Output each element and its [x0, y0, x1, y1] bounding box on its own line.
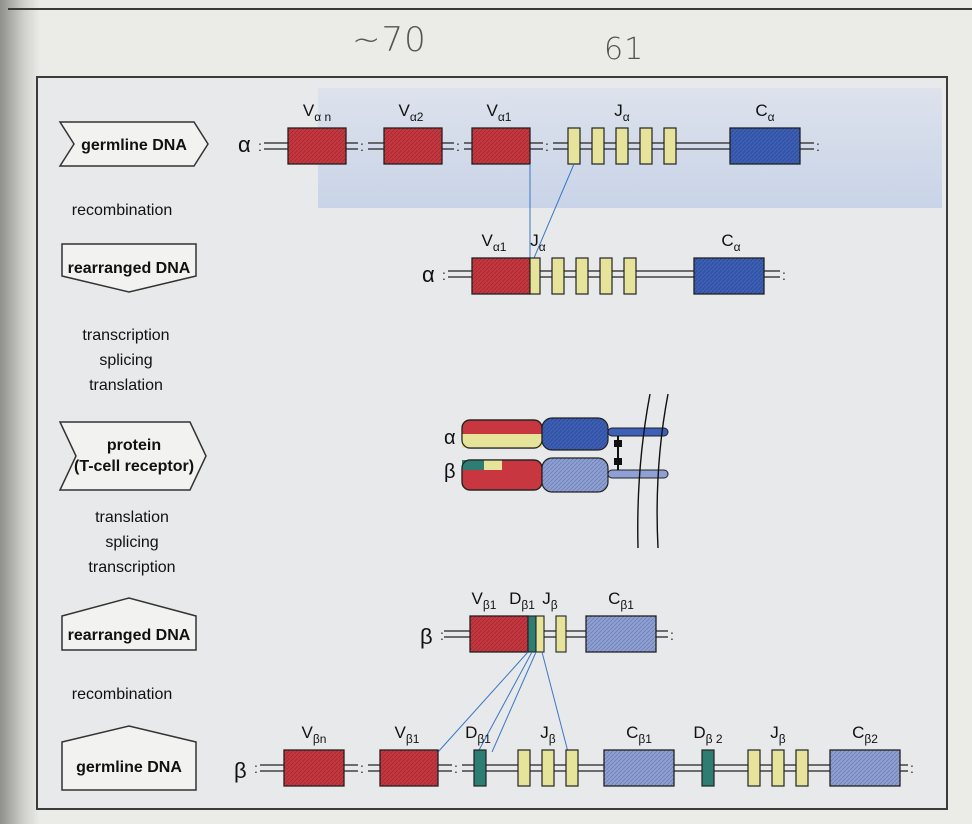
svg-text::: : [910, 760, 914, 776]
step-transcription-2: transcription [88, 559, 175, 576]
svg-text::: : [254, 760, 258, 776]
label-germline-dna-beta-text: germline DNA [76, 759, 182, 776]
label-v-alpha-1-rearranged: Vα1 [482, 231, 507, 254]
svg-text::: : [456, 138, 460, 154]
label-c-alpha-rearranged: Cα [721, 231, 740, 254]
svg-text::: : [816, 138, 820, 154]
tcr-alpha-chain [461, 417, 669, 451]
note-alpha-v-count: ~70 [352, 20, 427, 60]
label-protein-line2: (T-cell receptor) [74, 458, 194, 475]
label-v-alpha-n: Vα n [303, 101, 331, 124]
label-d-beta-1: Dβ1 [465, 723, 491, 746]
label-germline-dna-alpha: germline DNA [58, 121, 209, 167]
segments-j-beta-1 [517, 749, 579, 787]
step-translation-1: translation [89, 377, 163, 394]
label-j-beta-2: Jβ [770, 723, 786, 746]
alpha-symbol-rearranged: α [422, 262, 435, 287]
segments-j-alpha [567, 127, 677, 165]
label-protein-line1: protein [107, 437, 161, 454]
svg-text::: : [670, 627, 674, 643]
label-j-alpha-rearranged: Jα [530, 231, 546, 254]
step-recombination-1: recombination [72, 202, 173, 219]
label-c-alpha: Cα [755, 101, 774, 124]
label-c-beta-1: Cβ1 [626, 723, 652, 746]
step-splicing-1: splicing [99, 352, 152, 369]
segment-j-alpha-rearranged [529, 257, 541, 295]
svg-text::: : [258, 138, 262, 154]
label-germline-dna-alpha-text: germline DNA [81, 137, 187, 154]
label-rearranged-dna-alpha-text: rearranged DNA [68, 260, 191, 277]
link-line-beta-d2 [491, 651, 537, 753]
segments-j-beta-2 [747, 749, 809, 787]
link-line-beta-v [437, 651, 529, 753]
segment-j-beta-rearranged [535, 615, 545, 653]
link-line-alpha-j [533, 163, 575, 259]
label-rearranged-dna-beta: rearranged DNA [61, 597, 197, 651]
step-recombination-2: recombination [72, 686, 173, 703]
label-j-beta-1: Jβ [540, 723, 556, 746]
page-top-rule [8, 8, 972, 10]
svg-text::: : [545, 138, 549, 154]
step-transcription-1: transcription [82, 327, 169, 344]
svg-text::: : [454, 760, 458, 776]
alpha-symbol-protein: α [444, 427, 456, 449]
svg-text::: : [440, 627, 444, 643]
label-protein-tcr: protein (T-cell receptor) [58, 421, 207, 491]
label-germline-dna-beta: germline DNA [61, 725, 197, 791]
row-rearranged-alpha: α : : Vα1 Jα Cα [422, 231, 786, 295]
row-rearranged-beta: β : : Vβ1 Dβ1 Jβ Cβ1 [420, 589, 674, 653]
link-line-beta-j [541, 651, 569, 753]
svg-text::: : [782, 267, 786, 283]
label-v-alpha-2: Vα2 [399, 101, 424, 124]
rearrangement-diagram: germline DNA recombination rearranged DN… [58, 101, 914, 791]
label-v-beta-1: Vβ1 [395, 723, 420, 746]
beta-symbol-rearranged: β [420, 624, 433, 649]
label-v-beta-n: Vβn [302, 723, 327, 746]
alpha-symbol-germline: α [238, 132, 251, 157]
link-line-beta-d [477, 651, 533, 753]
beta-symbol-germline: β [234, 758, 247, 783]
cell-membrane [637, 393, 651, 549]
beta-symbol-protein: β [444, 461, 456, 483]
label-rearranged-dna-alpha: rearranged DNA [61, 243, 197, 293]
segment-d-beta-1 [473, 749, 487, 787]
tcr-beta-chain [461, 457, 669, 493]
scan-edge-shadow [0, 0, 40, 824]
label-v-beta-1-rearranged: Vβ1 [472, 589, 497, 612]
svg-text::: : [442, 267, 446, 283]
label-j-beta-rearranged: Jβ [542, 589, 558, 612]
label-d-beta-2: Dβ 2 [693, 723, 723, 746]
segment-d-beta-2 [701, 749, 715, 787]
tcr-gene-rearrangement-figure: germline DNA recombination rearranged DN… [36, 76, 948, 810]
svg-text::: : [360, 138, 364, 154]
label-rearranged-dna-beta-text: rearranged DNA [68, 627, 191, 644]
note-alpha-j-count: 61 [604, 32, 645, 67]
row-germline-alpha: α : : : : : [238, 101, 820, 165]
label-c-beta-2: Cβ2 [852, 723, 878, 746]
label-c-beta-1-rearranged: Cβ1 [608, 589, 634, 612]
tcr-protein: α β [444, 393, 669, 549]
row-germline-beta: β : : : : [234, 723, 914, 787]
svg-text::: : [360, 760, 364, 776]
segment-d-beta-1-rearranged [527, 615, 537, 653]
label-v-alpha-1: Vα1 [487, 101, 512, 124]
step-translation-2: translation [95, 509, 169, 526]
label-d-beta-1-rearranged: Dβ1 [509, 589, 535, 612]
step-splicing-2: splicing [105, 534, 158, 551]
label-j-alpha: Jα [614, 101, 630, 124]
